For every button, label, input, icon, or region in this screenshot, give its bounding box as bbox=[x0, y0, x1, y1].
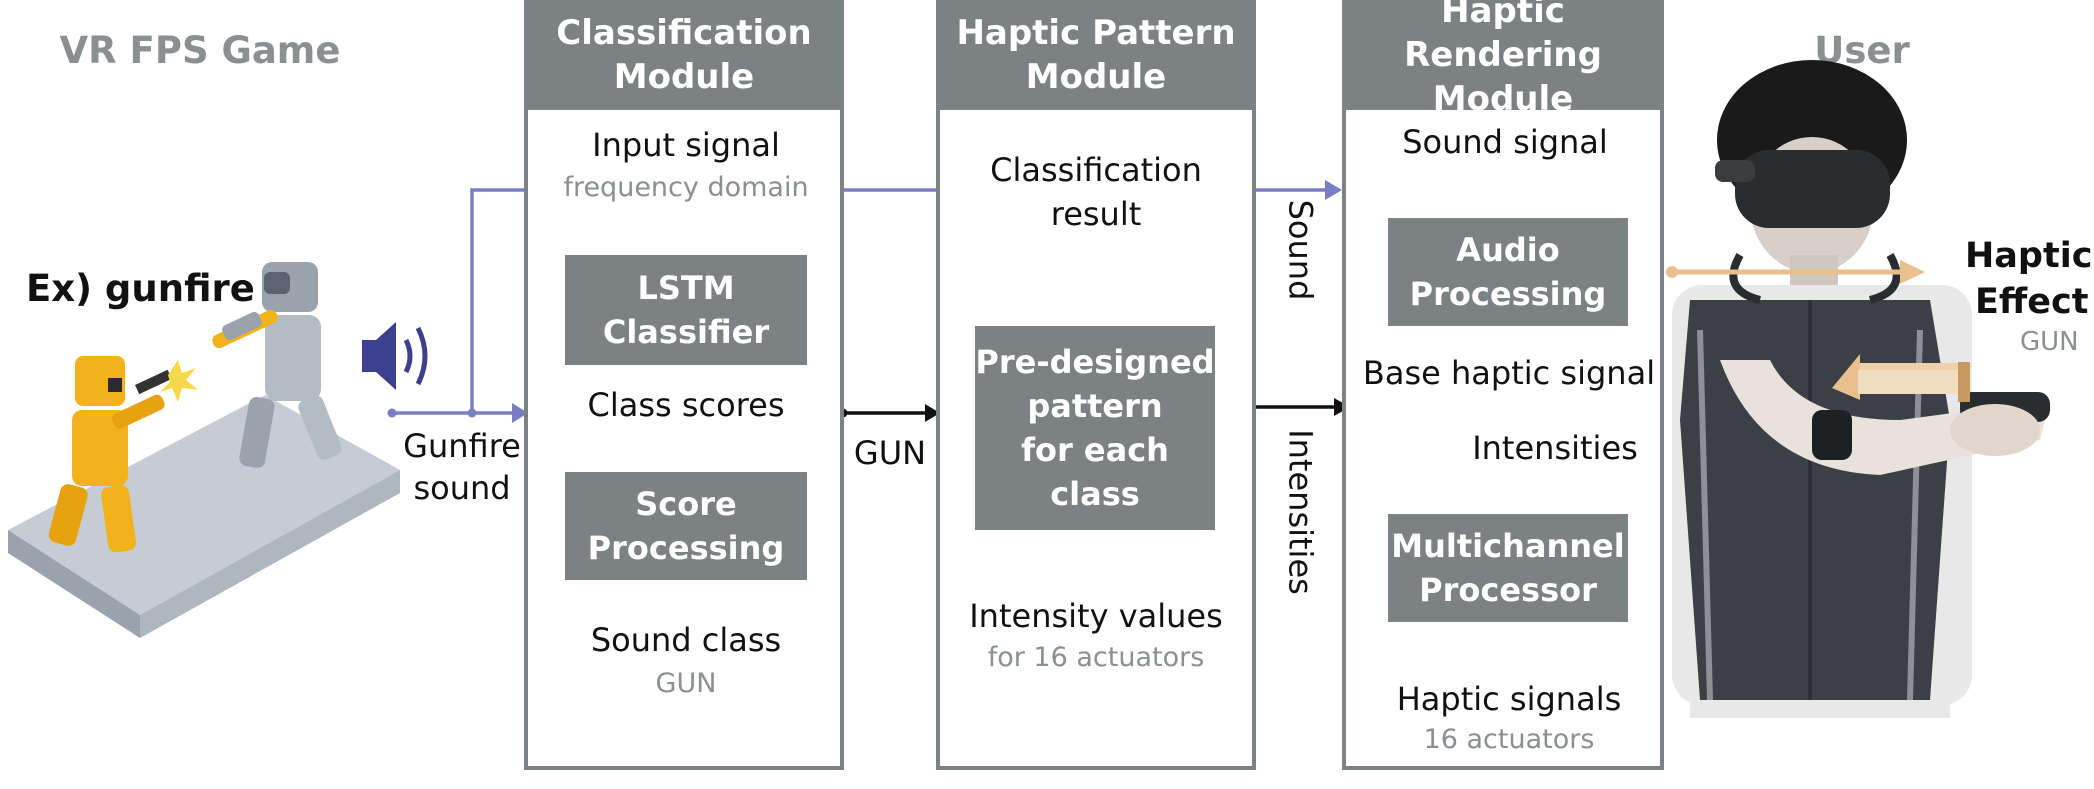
audio-line-2: Processing bbox=[1409, 275, 1607, 313]
intensity-values: Intensity values bbox=[969, 597, 1223, 635]
pattern-box-line-4: class bbox=[1050, 475, 1140, 513]
multi-line-2: Processor bbox=[1419, 571, 1597, 609]
vr-headset-icon bbox=[1735, 150, 1890, 228]
class-scores: Class scores bbox=[587, 386, 785, 424]
lstm-line-1: LSTM bbox=[637, 269, 735, 307]
haptic-effect-sub: GUN bbox=[2020, 327, 2079, 357]
multichannel-processor-box: Multichannel Processor bbox=[1388, 514, 1628, 622]
score-processing-box: Score Processing bbox=[565, 472, 807, 580]
haptic-signals-sub: 16 actuators bbox=[1423, 724, 1595, 755]
speaker-icon bbox=[362, 322, 428, 390]
score-proc-line-1: Score bbox=[635, 485, 737, 523]
grey-robot-figure bbox=[212, 262, 342, 468]
classification-header-line-2: Module bbox=[613, 57, 755, 97]
pattern-header: Haptic Pattern Module bbox=[936, 0, 1256, 110]
purple-dot bbox=[467, 408, 477, 418]
platform-side-left bbox=[8, 530, 140, 638]
pattern-header-line-1: Haptic Pattern bbox=[956, 13, 1236, 53]
classification-header-line-1: Classification bbox=[556, 13, 812, 53]
platform-side-right bbox=[140, 470, 400, 638]
pattern-box-line-1: Pre-designed bbox=[975, 343, 1215, 381]
sound-class-sub: GUN bbox=[655, 668, 717, 699]
haptic-signals: Haptic signals bbox=[1396, 680, 1622, 718]
base-haptic-signal: Base haptic signal bbox=[1362, 354, 1656, 392]
gunfire-label-1: Gunfire bbox=[403, 427, 521, 465]
classification-header: Classification Module bbox=[524, 0, 844, 110]
pattern-input-2: result bbox=[1050, 195, 1142, 233]
purple-dot bbox=[387, 408, 397, 418]
rendering-header-line-1: Haptic Rendering bbox=[1404, 0, 1602, 75]
haptic-effect-label-1: Haptic bbox=[1965, 236, 2093, 276]
audio-processing-box: Audio Processing bbox=[1388, 218, 1628, 326]
haptic-effect-label-2: Effect bbox=[1975, 282, 2089, 322]
rendering-header: Haptic Rendering Module bbox=[1342, 0, 1664, 119]
game-title: VR FPS Game bbox=[59, 29, 341, 72]
intensity-values-sub: for 16 actuators bbox=[987, 642, 1205, 673]
score-proc-line-2: Processing bbox=[587, 529, 785, 567]
pattern-box-line-2: pattern bbox=[1027, 387, 1163, 425]
haptic-effect-arrow bbox=[1666, 260, 1970, 402]
gun-label: GUN bbox=[853, 434, 927, 472]
classification-input: Input signal bbox=[592, 126, 780, 164]
arrowhead-purple bbox=[512, 403, 528, 423]
pattern-header-line-2: Module bbox=[1025, 57, 1167, 97]
pattern-box-line-3: for each bbox=[1021, 431, 1169, 469]
pre-designed-pattern-box: Pre-designed pattern for each class bbox=[975, 326, 1215, 530]
multi-line-1: Multichannel bbox=[1391, 527, 1625, 565]
muzzle-flash-icon bbox=[160, 360, 198, 402]
classification-input-sub: frequency domain bbox=[563, 172, 809, 203]
rendering-header-line-2: Module bbox=[1432, 79, 1574, 119]
lstm-line-2: Classifier bbox=[602, 313, 770, 351]
pattern-input-1: Classification bbox=[990, 151, 1202, 189]
platform-top bbox=[8, 395, 400, 615]
sound-class: Sound class bbox=[590, 621, 782, 659]
lstm-classifier-box: LSTM Classifier bbox=[565, 255, 807, 365]
arrowhead-purple bbox=[1325, 180, 1342, 200]
sound-signal: Sound signal bbox=[1402, 123, 1608, 161]
example-label: Ex) gunfire bbox=[26, 267, 255, 310]
gunfire-label-2: sound bbox=[413, 469, 511, 507]
audio-line-1: Audio bbox=[1456, 231, 1560, 269]
yellow-soldier-figure bbox=[48, 356, 172, 553]
intensities-label: Intensities bbox=[1472, 429, 1638, 467]
classification-panel bbox=[524, 0, 844, 770]
rendering-panel bbox=[1342, 0, 1664, 770]
